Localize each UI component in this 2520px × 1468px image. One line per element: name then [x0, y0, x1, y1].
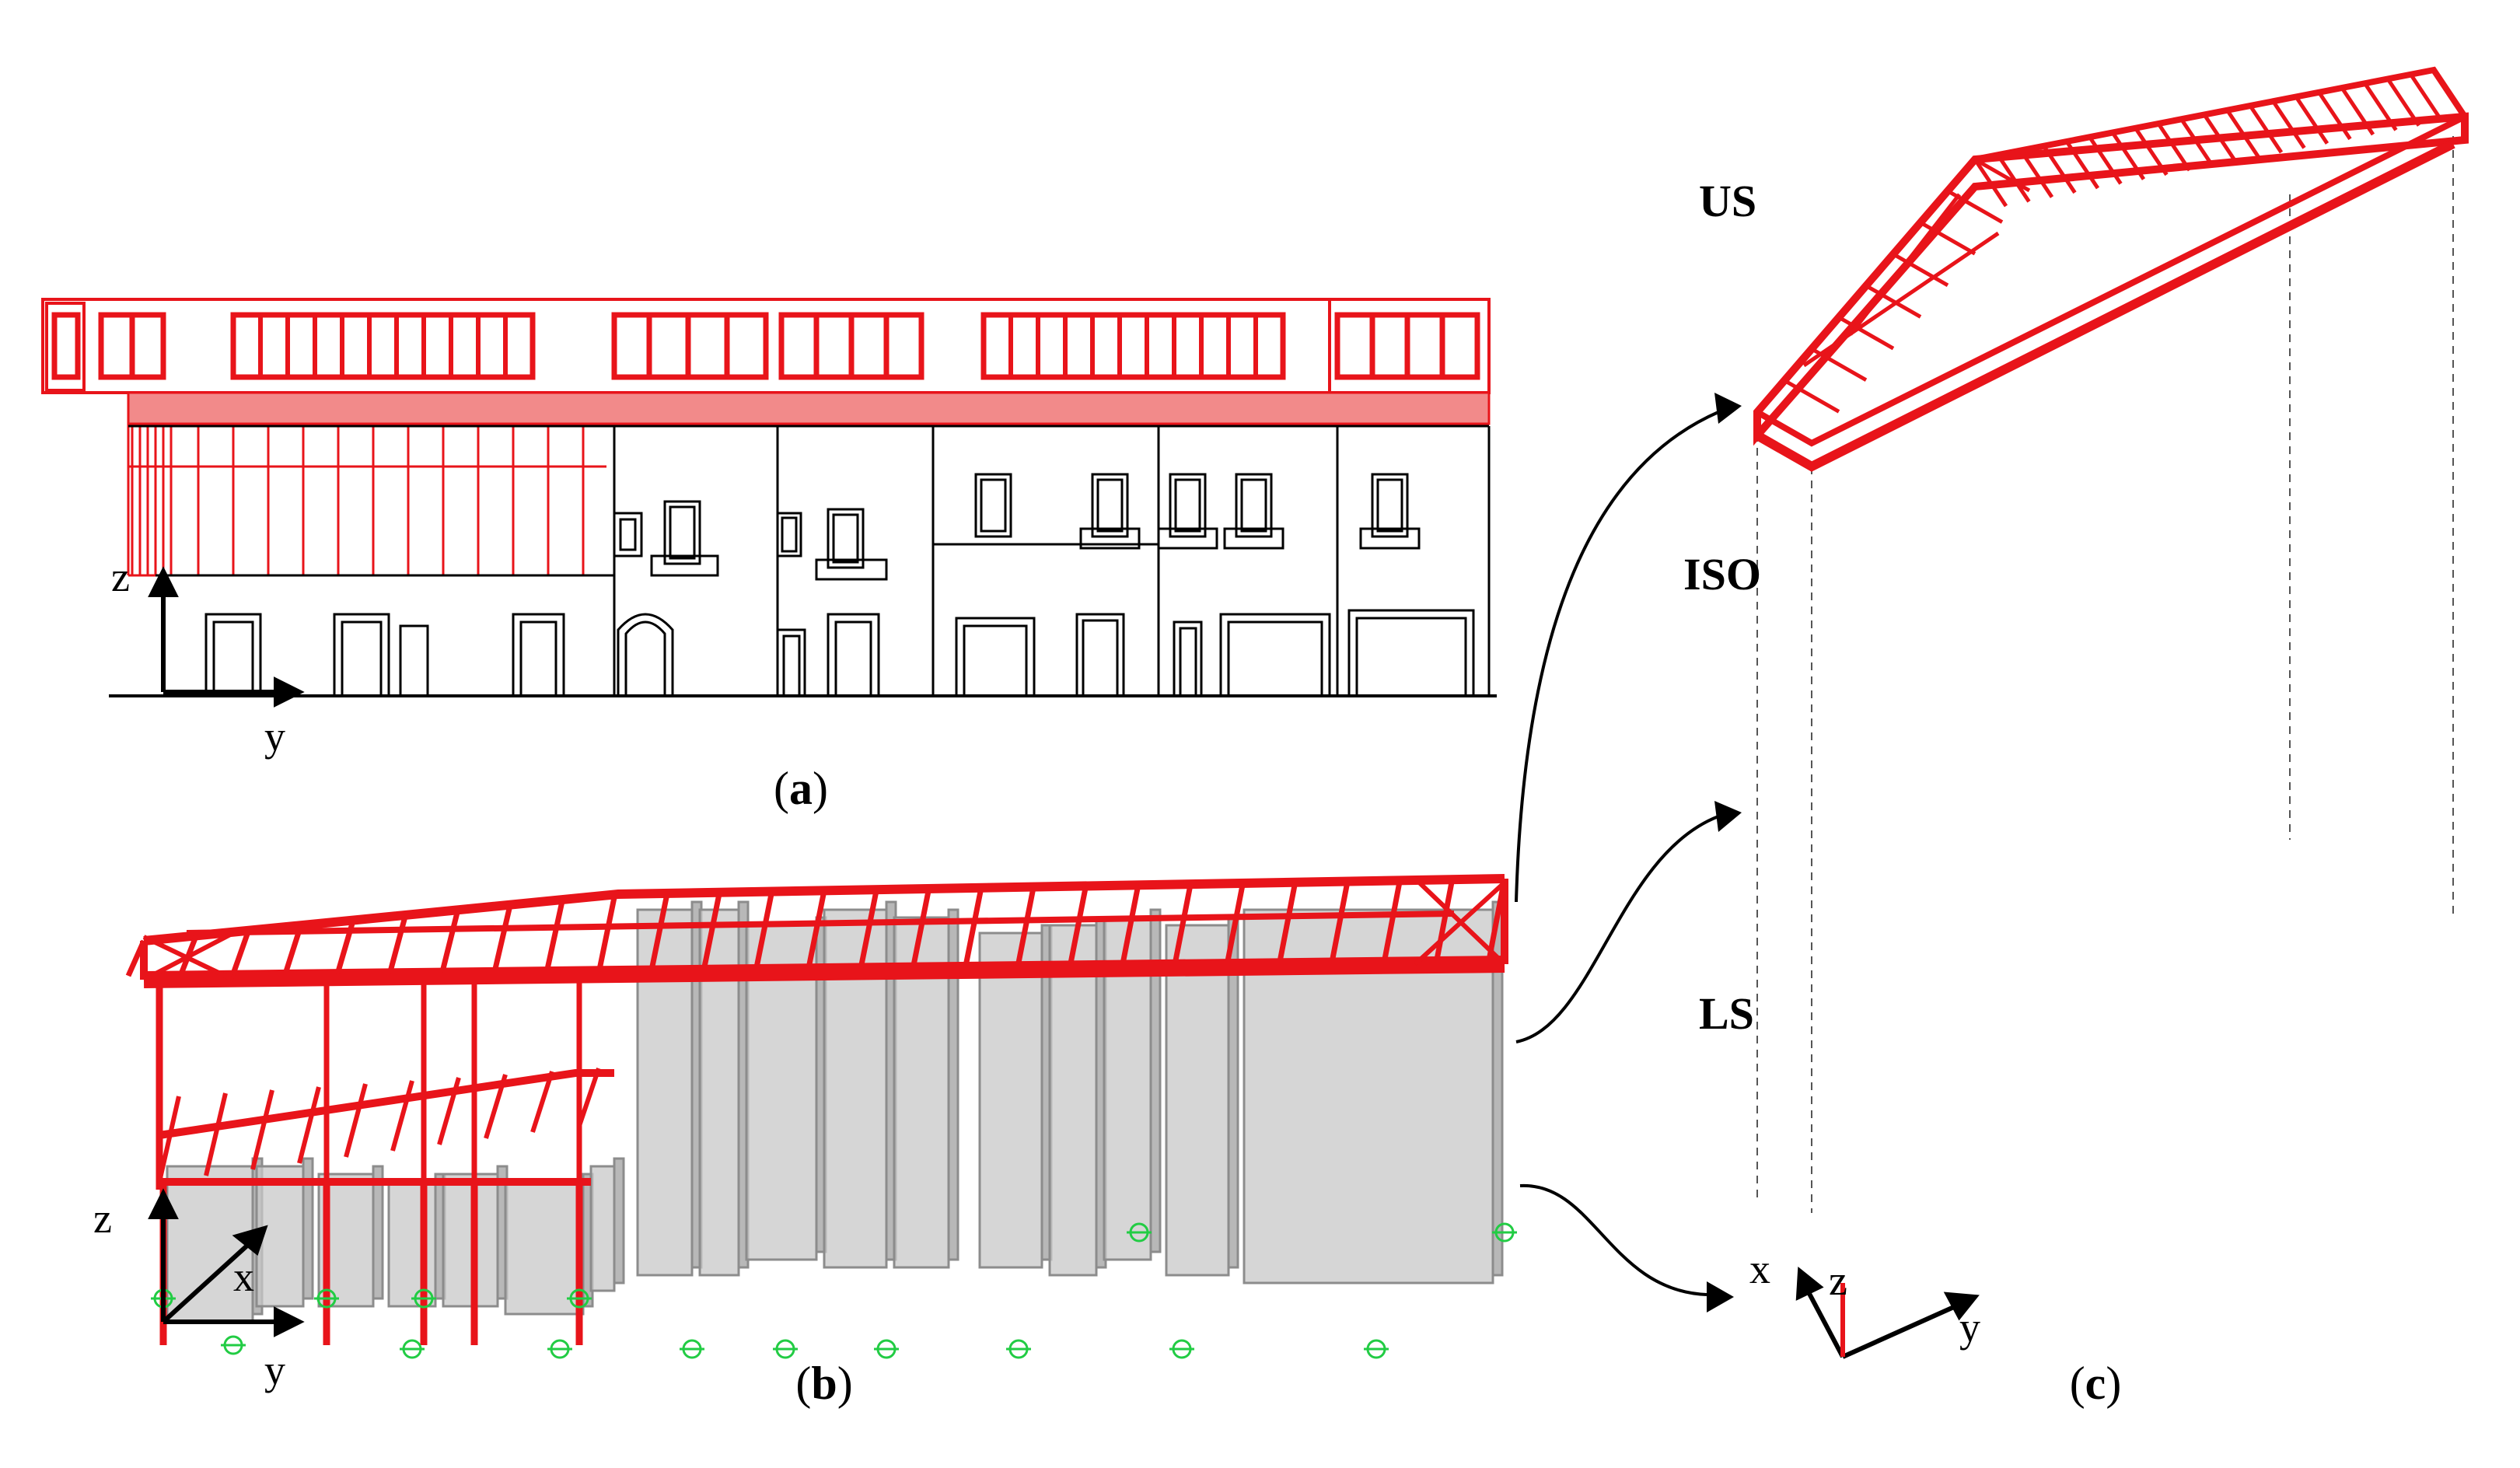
masonry-facade-elevation [109, 425, 1497, 697]
axis-y-label: y [1959, 1304, 1980, 1351]
panel-a-axes [148, 566, 305, 708]
caption-b: (b) [795, 1358, 853, 1409]
axis-y-label: y [264, 1347, 285, 1393]
panel-c-exploded-view: x z y [1749, 66, 2469, 1359]
axis-z-label: z [111, 554, 130, 600]
caption-a: (a) [774, 763, 828, 814]
panel-a-elevation: z y [41, 298, 1497, 760]
label-ls: LS [1699, 988, 1754, 1039]
alignment-guides [1756, 136, 2454, 1213]
axis-z-label: z [93, 1195, 112, 1242]
steel-frame-elevation [41, 298, 1491, 577]
panel-b-axes [148, 1188, 305, 1337]
axis-x-label: x [233, 1253, 254, 1300]
concrete-walls [166, 900, 1504, 1323]
axis-x-label: x [1749, 1246, 1770, 1292]
label-iso: ISO [1683, 549, 1761, 599]
axis-y-label: y [264, 713, 285, 760]
label-us: US [1699, 176, 1757, 226]
upper-structure [1753, 66, 2469, 472]
caption-c: (c) [2069, 1358, 2122, 1409]
steel-roof-frame [125, 874, 1508, 1345]
panel-c-axes [1795, 1267, 1980, 1359]
axis-z-label: z [1829, 1257, 1847, 1304]
support-markers [151, 1222, 1517, 1359]
panel-b-3d-model: z x y [93, 874, 1517, 1393]
